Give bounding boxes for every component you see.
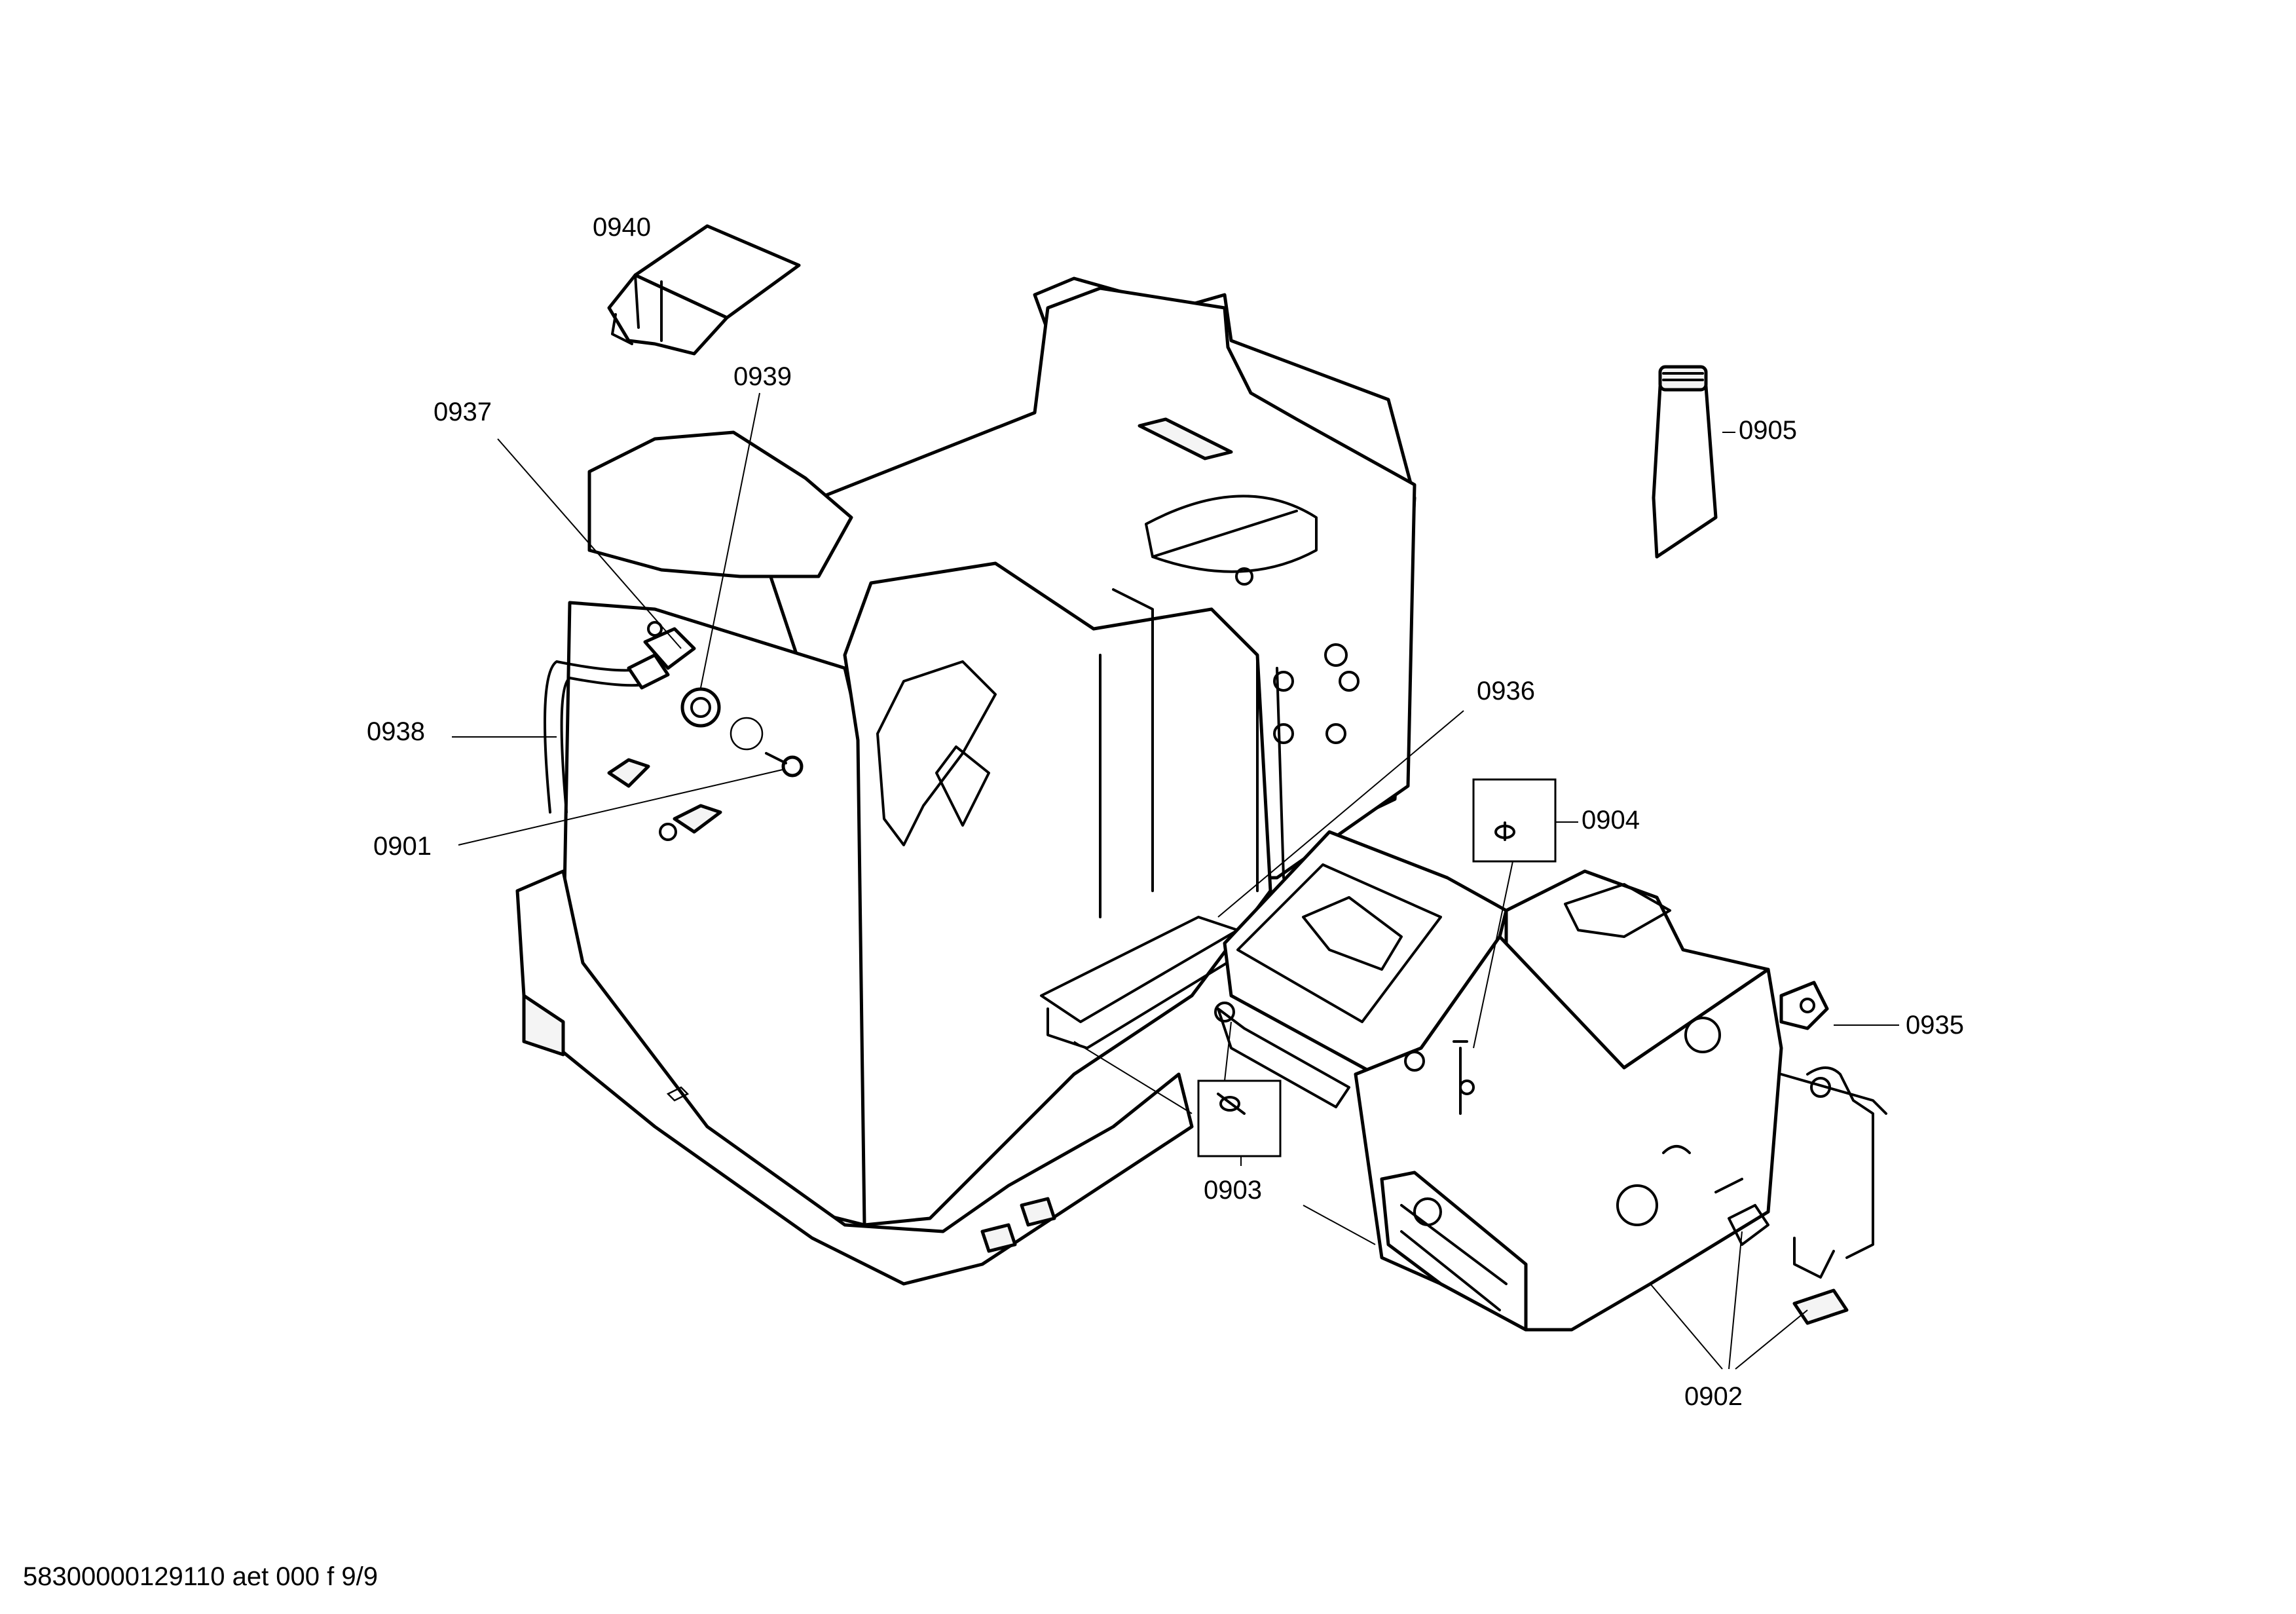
part-0905-grease-tube: [1652, 365, 1718, 559]
label-0905: 0905: [1739, 416, 1797, 445]
label-0939: 0939: [733, 362, 792, 391]
leader-0902c: [1735, 1309, 1808, 1370]
leader-0904b: [1473, 861, 1513, 1049]
label-0903: 0903: [1204, 1176, 1262, 1205]
leader-0902d: [1303, 1205, 1376, 1245]
leader-0937: [497, 438, 682, 649]
part-0938-hose: [544, 660, 646, 814]
label-0935: 0935: [1906, 1011, 1964, 1040]
leader-0939: [700, 392, 760, 688]
part-0940-cover: [607, 224, 801, 356]
main-housing: [515, 276, 1416, 1286]
part-labels: 0940 0939 0937 0938 0901 0936 0904 0905 …: [367, 213, 1964, 1411]
label-0940: 0940: [593, 213, 651, 242]
mount-holes: [647, 567, 1360, 841]
leader-lines: [452, 392, 1899, 1370]
label-0901: 0901: [373, 832, 432, 861]
label-0902: 0902: [1684, 1382, 1743, 1411]
leader-0902a: [1650, 1283, 1723, 1370]
part-0903-box: [1197, 1079, 1282, 1157]
label-0937: 0937: [434, 398, 492, 426]
part-0904-box: [1472, 778, 1557, 863]
leader-0901: [458, 769, 783, 846]
leader-0902b: [1728, 1231, 1743, 1370]
part-0935-clip: [1779, 981, 1829, 1030]
leader-0902e: [1073, 1041, 1193, 1114]
label-0936: 0936: [1477, 677, 1535, 705]
document-reference: 58300000129110 aet 000 f 9/9: [23, 1562, 378, 1591]
part-0902-brewing-unit: [1214, 830, 1887, 1332]
part-0901-screw: [765, 752, 804, 778]
leader-0903b: [1224, 1021, 1232, 1081]
label-0904: 0904: [1582, 806, 1640, 835]
part-0937-fitting: [627, 627, 696, 690]
part-0939-valve: [680, 687, 764, 751]
leader-0936: [1217, 710, 1464, 918]
label-0938: 0938: [367, 717, 425, 746]
